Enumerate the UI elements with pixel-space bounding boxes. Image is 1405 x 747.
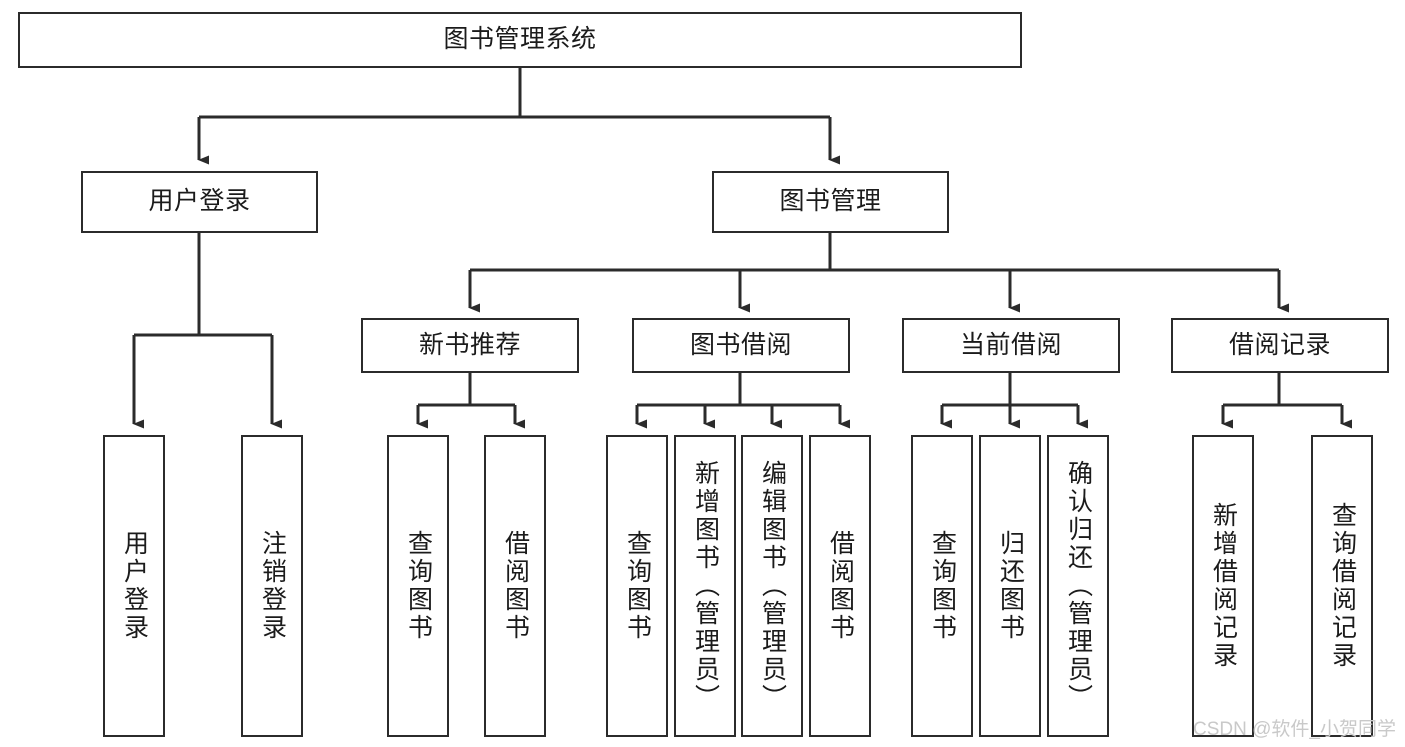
node-current-borrow[interactable]: 当前借阅 — [902, 318, 1120, 373]
node-label: 图书管理系统 — [443, 25, 597, 54]
leaf-add-book-admin[interactable]: 新增图书（管理员） — [674, 435, 736, 737]
edge-root-to-level2 — [197, 68, 840, 165]
leaf-query-book-current[interactable]: 查询图书 — [911, 435, 973, 737]
node-label: 注销登录 — [258, 530, 287, 642]
edge-currentborrow-to-leaves — [940, 373, 1088, 429]
node-user-login[interactable]: 用户登录 — [81, 171, 318, 233]
node-label: 当前借阅 — [959, 330, 1062, 359]
leaf-edit-book-admin[interactable]: 编辑图书（管理员） — [741, 435, 803, 737]
node-label: 新书推荐 — [418, 330, 521, 359]
node-label: 用户登录 — [120, 530, 149, 642]
leaf-return-book[interactable]: 归还图书 — [979, 435, 1041, 737]
node-label: 借阅图书 — [501, 530, 530, 642]
leaf-query-book-borrow[interactable]: 查询图书 — [606, 435, 668, 737]
node-label: 新增图书（管理员） — [691, 460, 720, 712]
node-label: 查询借阅记录 — [1328, 502, 1357, 670]
leaf-user-login[interactable]: 用户登录 — [103, 435, 165, 737]
node-label: 查询图书 — [928, 530, 957, 642]
node-new-book-recommend[interactable]: 新书推荐 — [361, 318, 579, 373]
watermark-text: CSDN @软件_小贺同学 — [1193, 719, 1396, 740]
node-label: 新增借阅记录 — [1209, 502, 1238, 670]
leaf-borrow-book-newbook[interactable]: 借阅图书 — [484, 435, 546, 737]
node-label: 图书借阅 — [689, 330, 792, 359]
node-borrow-record[interactable]: 借阅记录 — [1171, 318, 1389, 373]
edge-bookmgmt-to-level3 — [468, 233, 1289, 313]
node-label: 查询图书 — [404, 530, 433, 642]
node-label: 图书管理 — [779, 187, 882, 216]
leaf-query-book-newbook[interactable]: 查询图书 — [387, 435, 449, 737]
node-root-system[interactable]: 图书管理系统 — [18, 12, 1022, 68]
node-label: 确认归还（管理员） — [1064, 460, 1093, 712]
edge-newbook-to-leaves — [416, 373, 525, 429]
node-label: 编辑图书（管理员） — [758, 460, 787, 712]
node-label: 借阅图书 — [826, 530, 855, 642]
node-label: 查询图书 — [623, 530, 652, 642]
edge-userlogin-to-leaves — [132, 233, 282, 429]
node-label: 借阅记录 — [1228, 330, 1331, 359]
node-label: 归还图书 — [996, 530, 1025, 642]
node-book-borrow[interactable]: 图书借阅 — [632, 318, 850, 373]
edge-borrowrecord-to-leaves — [1221, 373, 1352, 429]
leaf-user-logout[interactable]: 注销登录 — [241, 435, 303, 737]
leaf-confirm-return-admin[interactable]: 确认归还（管理员） — [1047, 435, 1109, 737]
leaf-borrow-book-borrow[interactable]: 借阅图书 — [809, 435, 871, 737]
node-book-management[interactable]: 图书管理 — [712, 171, 949, 233]
leaf-add-borrow-record[interactable]: 新增借阅记录 — [1192, 435, 1254, 737]
node-label: 用户登录 — [148, 187, 251, 216]
edge-bookborrow-to-leaves — [635, 373, 850, 429]
leaf-query-borrow-record[interactable]: 查询借阅记录 — [1311, 435, 1373, 737]
